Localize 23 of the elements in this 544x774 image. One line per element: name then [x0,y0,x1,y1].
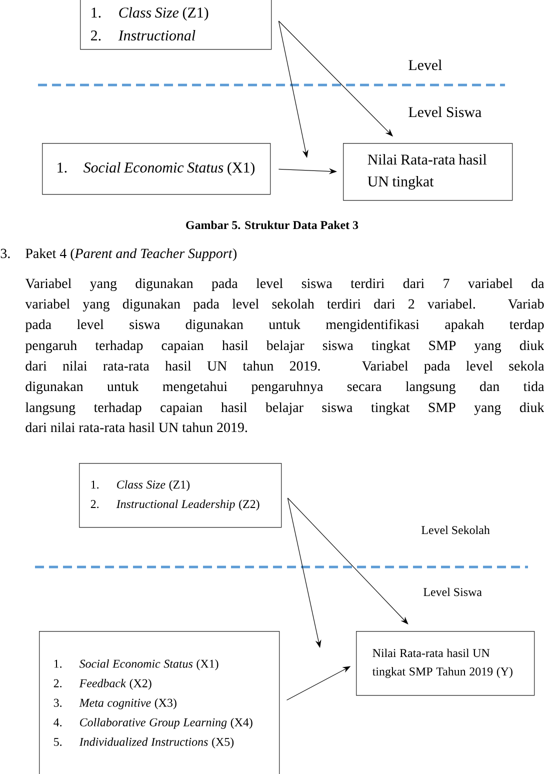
level-label: Level [408,60,442,70]
body-paragraph: Variabel yang digunakan pada level siswa terdiri dari 7 variabel da variabel yang digunakan pada level sekolah terdiri dari 2 variabel. Variab pada level siswa digunakan untuk mengidentifikasi apakah terdap pengaruh terhadap capaian hasil belajar siswa tingkat SMP yang diuk dari nilai rata-rata hasil UN tahun 2019. Variabel pada level sekola digunakan untuk mengetahui pengaruhnya secara langsung dan tida langsung terhadap capaian hasil belajar siswa tingkat SMP yang diuk dari nilai rata-rata hasil UN tahun 2019. [25,278,544,432]
level-label: Level Sekolah [422,526,490,534]
label: dari nilai rata-rata hasil UN tahun 2019. Variabel pada level sekola [26,360,544,374]
variable-box: 1. Class Size (Z1) 2. Instructional Leadership (Z2) [79,463,282,528]
variable-box: 1. Social Economic Status (X1) [42,143,271,195]
figure-caption: Gambar 5. Struktur Data Paket 3 [186,220,358,230]
arrow [287,498,408,624]
label: Variabel yang digunakan pada level siswa terdiri dari 7 variabel da [25,278,544,292]
outcome-box: Nilai Rata-rata hasil UN tingkat SMP Tahun 2019 (Y) [356,631,535,696]
label: digunakan untuk mengetahui pengaruhnya secara langsung dan tida [26,381,544,394]
list-number: 3. [0,248,10,258]
level-label: Level Siswa [424,588,482,596]
section-heading: Paket 4 (Parent and Teacher Support) [26,248,236,261]
label: pengaruh terhadap capaian hasil belajar siswa tingkat SMP yang diuk [25,340,544,354]
label: pada level siswa digunakan untuk mengidentifikasi apakah terdap [25,319,544,332]
variable-box: 1. Social Economic Status (X1) 2. Feedback (X2) 3. Meta cognitive (X3) 4. Collaborative Group Learning (X4) 5. Individualized Instructions (X5) [39,631,280,774]
label: variabel yang digunakan pada level sekolah terdiri dari 2 variabel. Variab [25,298,544,312]
label: dari nilai rata-rata hasil UN tahun 2019. [26,422,248,432]
outcome-box: Nilai Rata-rata hasil UN tingkat [343,143,513,201]
label: langsung terhadap capaian hasil belajar siswa tingkat SMP yang diuk [25,402,544,416]
level-label: Level Siswa [408,106,482,118]
variable-box: 1. Class Size (Z1) 2. Instructional [80,0,272,50]
